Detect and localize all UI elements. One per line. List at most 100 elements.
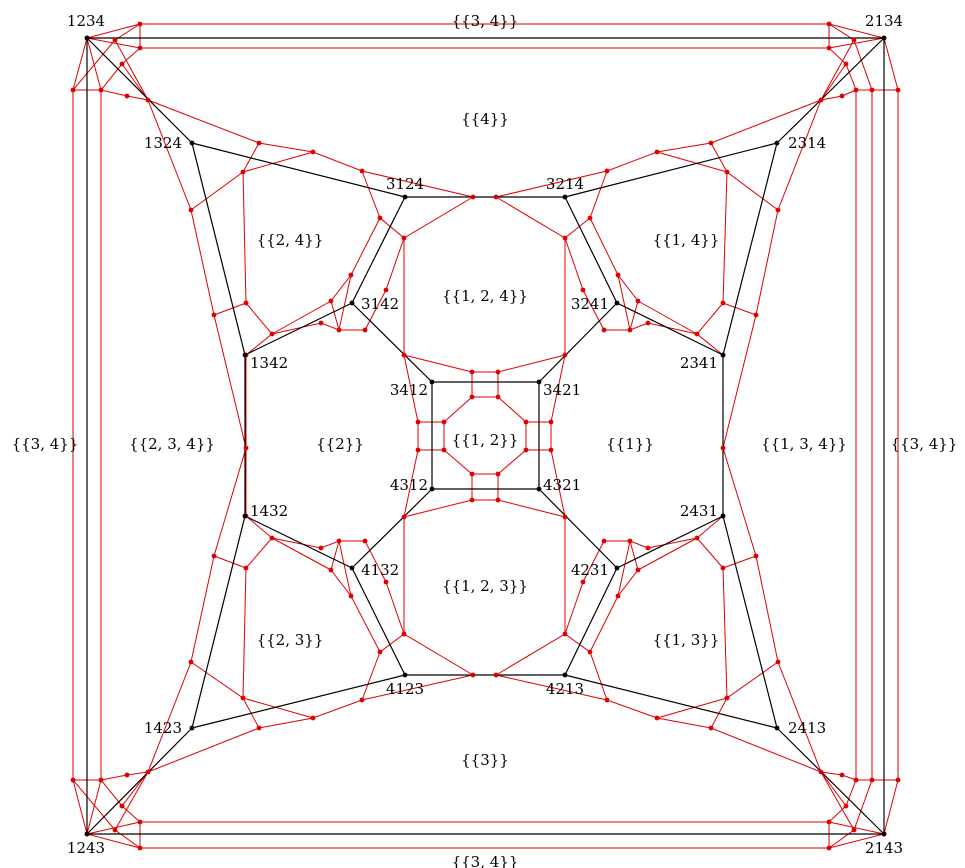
graph-edge-4123-4132 <box>351 567 406 676</box>
complex-vertex-31 <box>145 97 151 103</box>
vertex-label-2314: 2314 <box>788 134 826 152</box>
vertex-label-4132: 4132 <box>361 561 399 579</box>
complex-edge-29 <box>245 302 273 356</box>
region-label-r24: {{2, 4}} <box>257 231 324 249</box>
complex-edge-77 <box>589 540 639 653</box>
complex-vertex-73 <box>145 769 151 775</box>
graph-edge-1234-1324 <box>86 37 193 144</box>
vertex-dot-4321 <box>536 486 542 492</box>
complex-vertex-56 <box>493 194 499 200</box>
vertex-label-4231: 4231 <box>571 561 609 579</box>
complex-vertex-131 <box>523 447 529 453</box>
complex-edge-20 <box>86 821 141 835</box>
complex-vertex-80 <box>240 695 246 701</box>
vertex-label-3241: 3241 <box>571 295 609 313</box>
vertex-label-1324: 1324 <box>144 134 182 152</box>
complex-edge-37 <box>722 99 822 449</box>
vertex-label-3214: 3214 <box>546 175 584 193</box>
complex-vertex-87 <box>377 649 383 655</box>
complex-vertex-92 <box>839 772 845 778</box>
complex-edge-38 <box>841 89 857 97</box>
complex-edge-73 <box>656 697 728 719</box>
complex-vertex-98 <box>775 659 781 665</box>
vertex-label-4312: 4312 <box>390 476 428 494</box>
complex-edge-39 <box>820 39 855 101</box>
complex-edge-59 <box>245 515 273 569</box>
graph-edge-2314-2341 <box>722 142 778 356</box>
vertex-dot-2143 <box>881 831 887 837</box>
vertex-label-1423: 1423 <box>144 719 182 737</box>
vertex-dot-2431 <box>720 513 726 519</box>
graph-edge-4132-4312 <box>351 488 433 569</box>
region-label-r2: {{2}} <box>316 435 364 453</box>
region-label-r12: {{1, 2}} <box>452 431 519 449</box>
complex-vertex-45 <box>348 272 354 278</box>
complex-vertex-6 <box>826 845 832 851</box>
complex-edge-21 <box>126 95 474 198</box>
vertex-dot-1324 <box>189 140 195 146</box>
complex-vertex-19 <box>137 819 143 825</box>
complex-vertex-123 <box>548 447 554 453</box>
region-label-r1: {{1}} <box>606 435 654 453</box>
complex-edge-89 <box>403 354 419 518</box>
vertex-dot-4132 <box>349 565 355 571</box>
complex-vertex-84 <box>318 545 324 551</box>
complex-edge-78 <box>564 540 605 635</box>
complex-edge-75 <box>617 537 698 597</box>
vertex-dot-2134 <box>881 35 887 41</box>
vertex-dot-4213 <box>562 672 568 678</box>
region-label-r134: {{1, 3, 4}} <box>761 435 847 453</box>
complex-vertex-104 <box>645 545 651 551</box>
graph-edge-3142-3412 <box>351 302 433 383</box>
complex-vertex-77 <box>470 672 476 678</box>
complex-vertex-1 <box>826 21 832 27</box>
complex-vertex-15 <box>853 87 859 93</box>
complex-vertex-9 <box>70 777 76 783</box>
graph-edge-3124-3142 <box>351 196 406 304</box>
complex-vertex-21 <box>98 777 104 783</box>
complex-vertex-60 <box>724 169 730 175</box>
complex-edge-36 <box>495 95 843 198</box>
vertex-dot-3421 <box>536 379 542 385</box>
complex-vertex-90 <box>383 579 389 585</box>
complex-vertex-34 <box>359 168 365 174</box>
complex-edge-30 <box>271 274 352 335</box>
complex-vertex-22 <box>98 87 104 93</box>
complex-edge-28 <box>242 151 314 173</box>
complex-vertex-18 <box>826 819 832 825</box>
graph-edge-1423-1432 <box>191 515 246 729</box>
complex-edge-61 <box>361 633 474 701</box>
complex-edge-62 <box>330 540 381 653</box>
complex-vertex-7 <box>137 845 143 851</box>
complex-edge-44 <box>696 302 724 356</box>
graph-edge-1342-3142 <box>244 302 353 356</box>
complex-edge-56 <box>190 661 260 729</box>
region-label-r23: {{2, 3}} <box>257 631 324 649</box>
graph-edge-1324-3124 <box>191 142 406 198</box>
vertex-dot-1342 <box>242 352 248 358</box>
complex-edge-47 <box>589 217 639 331</box>
complex-vertex-40 <box>243 300 249 306</box>
vertex-label-2431: 2431 <box>680 502 718 520</box>
complex-vertex-68 <box>562 235 568 241</box>
complex-vertex-120 <box>415 419 421 425</box>
complex-edge-80 <box>637 537 698 571</box>
vertex-dots <box>70 21 901 851</box>
complex-vertex-76 <box>359 697 365 703</box>
graph-edge-1243-1423 <box>86 727 193 835</box>
complex-vertex-116 <box>469 369 475 375</box>
complex-vertex-128 <box>441 419 447 425</box>
complex-edge-60 <box>271 537 352 597</box>
region-label-r3: {{3}} <box>461 751 509 769</box>
region-label-r123: {{1, 2, 3}} <box>442 577 528 595</box>
complex-vertex-25 <box>895 87 901 93</box>
complex-vertex-55 <box>604 168 610 174</box>
complex-vertex-113 <box>562 352 568 358</box>
graph-edge-2413-4213 <box>564 674 778 729</box>
region-label-r234: {{2, 3, 4}} <box>129 435 215 453</box>
complex-vertex-112 <box>401 352 407 358</box>
complex-edge-17 <box>86 37 102 91</box>
complex-vertex-108 <box>562 631 568 637</box>
complex-vertex-95 <box>654 715 660 721</box>
